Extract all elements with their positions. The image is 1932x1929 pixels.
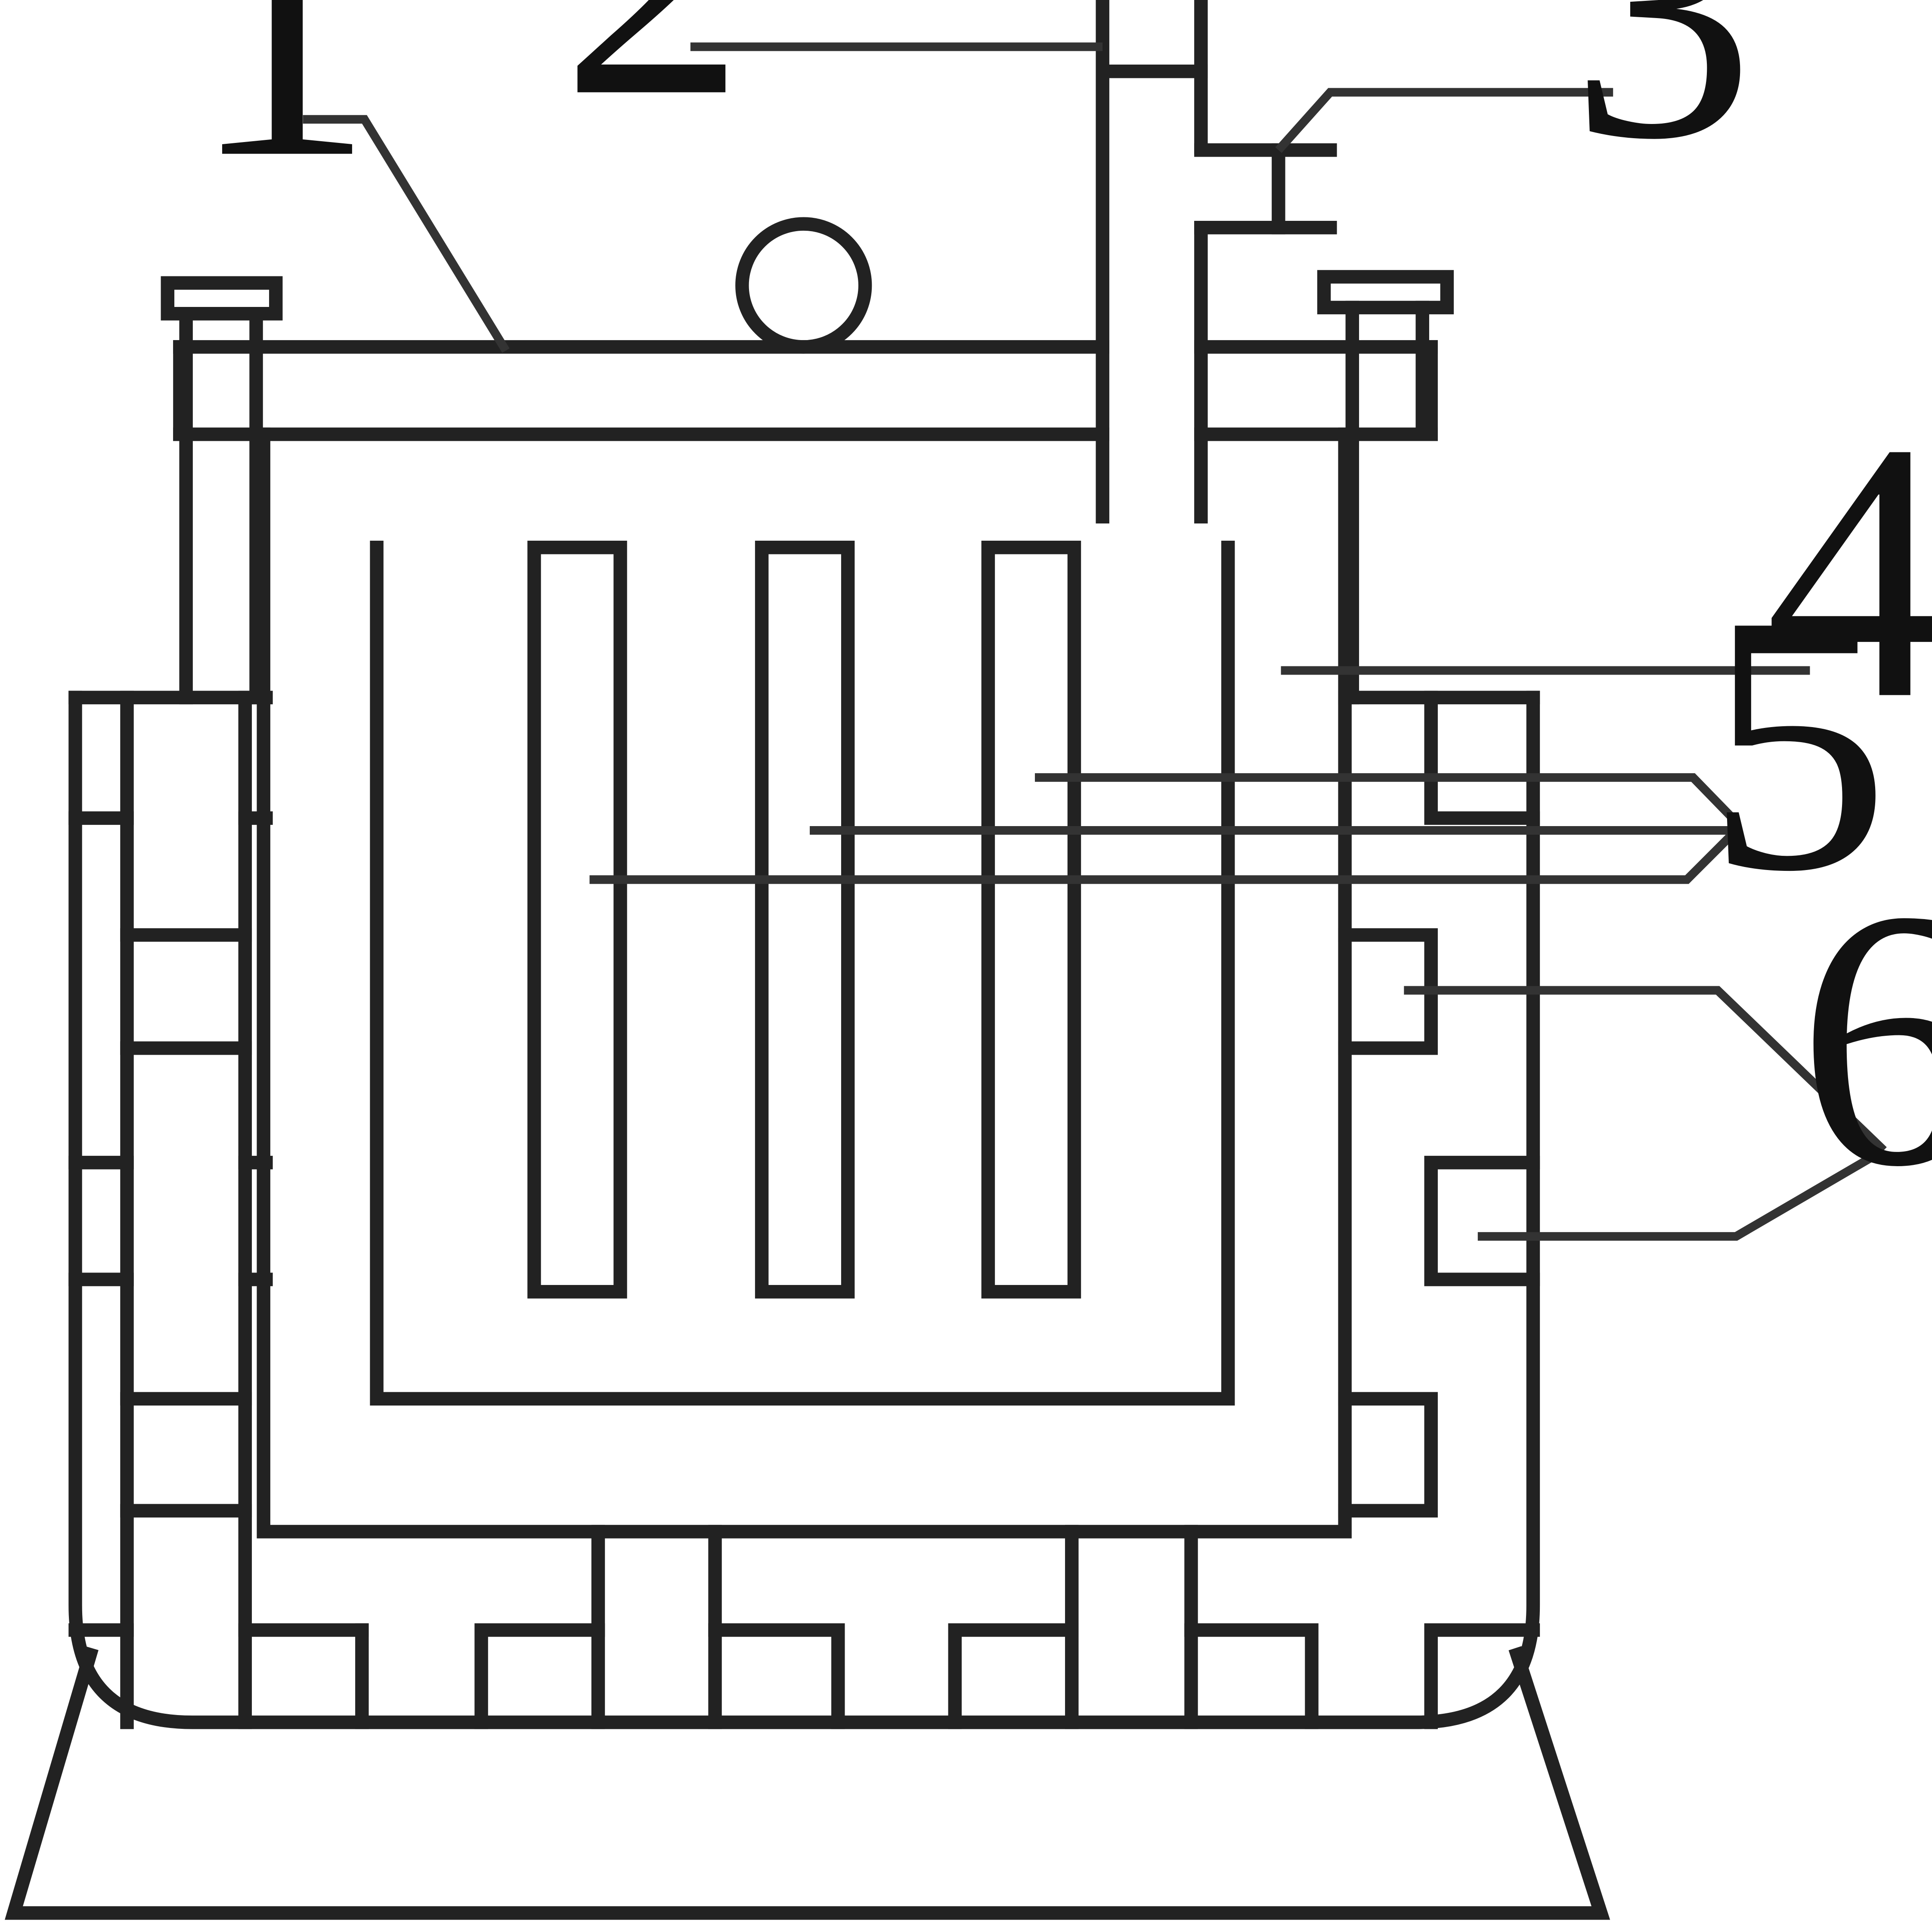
part-labels: 1 2 3 4 5 6 <box>190 0 1932 1243</box>
label-6: 6 <box>1798 834 1932 1243</box>
outer-shell <box>68 690 1540 1729</box>
leader-6b <box>1477 1146 1886 1241</box>
left-clamp-bolt <box>161 276 283 705</box>
label-5: 5 <box>1706 539 1890 947</box>
label-3: 3 <box>1570 0 1755 215</box>
leader-5c <box>589 827 1740 884</box>
anode-plate-2 <box>755 540 855 1299</box>
leader-1 <box>303 115 510 353</box>
label-4: 4 <box>1765 367 1932 775</box>
leader-lines <box>303 42 1887 1241</box>
anode-plate-1 <box>527 540 627 1299</box>
left-brick-wall <box>68 690 273 1729</box>
feed-pipe <box>1096 0 1337 523</box>
cathode-container <box>370 540 1235 1406</box>
leader-3 <box>1275 88 1613 153</box>
right-clamp-bolt <box>1317 270 1454 705</box>
cover-lid <box>173 217 1438 441</box>
leader-5a <box>1035 773 1740 825</box>
inner-cell-box <box>257 427 1352 1539</box>
bottom-brick-layer <box>238 1525 1319 1729</box>
label-1: 1 <box>190 0 375 234</box>
base-stand <box>5 1646 1610 1920</box>
lifting-ring <box>735 217 872 354</box>
leader-6a <box>1404 986 1887 1154</box>
anode-plate-3 <box>981 540 1081 1299</box>
anode-plates <box>527 540 1081 1299</box>
label-2: 2 <box>561 0 746 172</box>
right-brick-wall <box>1338 690 1540 1729</box>
